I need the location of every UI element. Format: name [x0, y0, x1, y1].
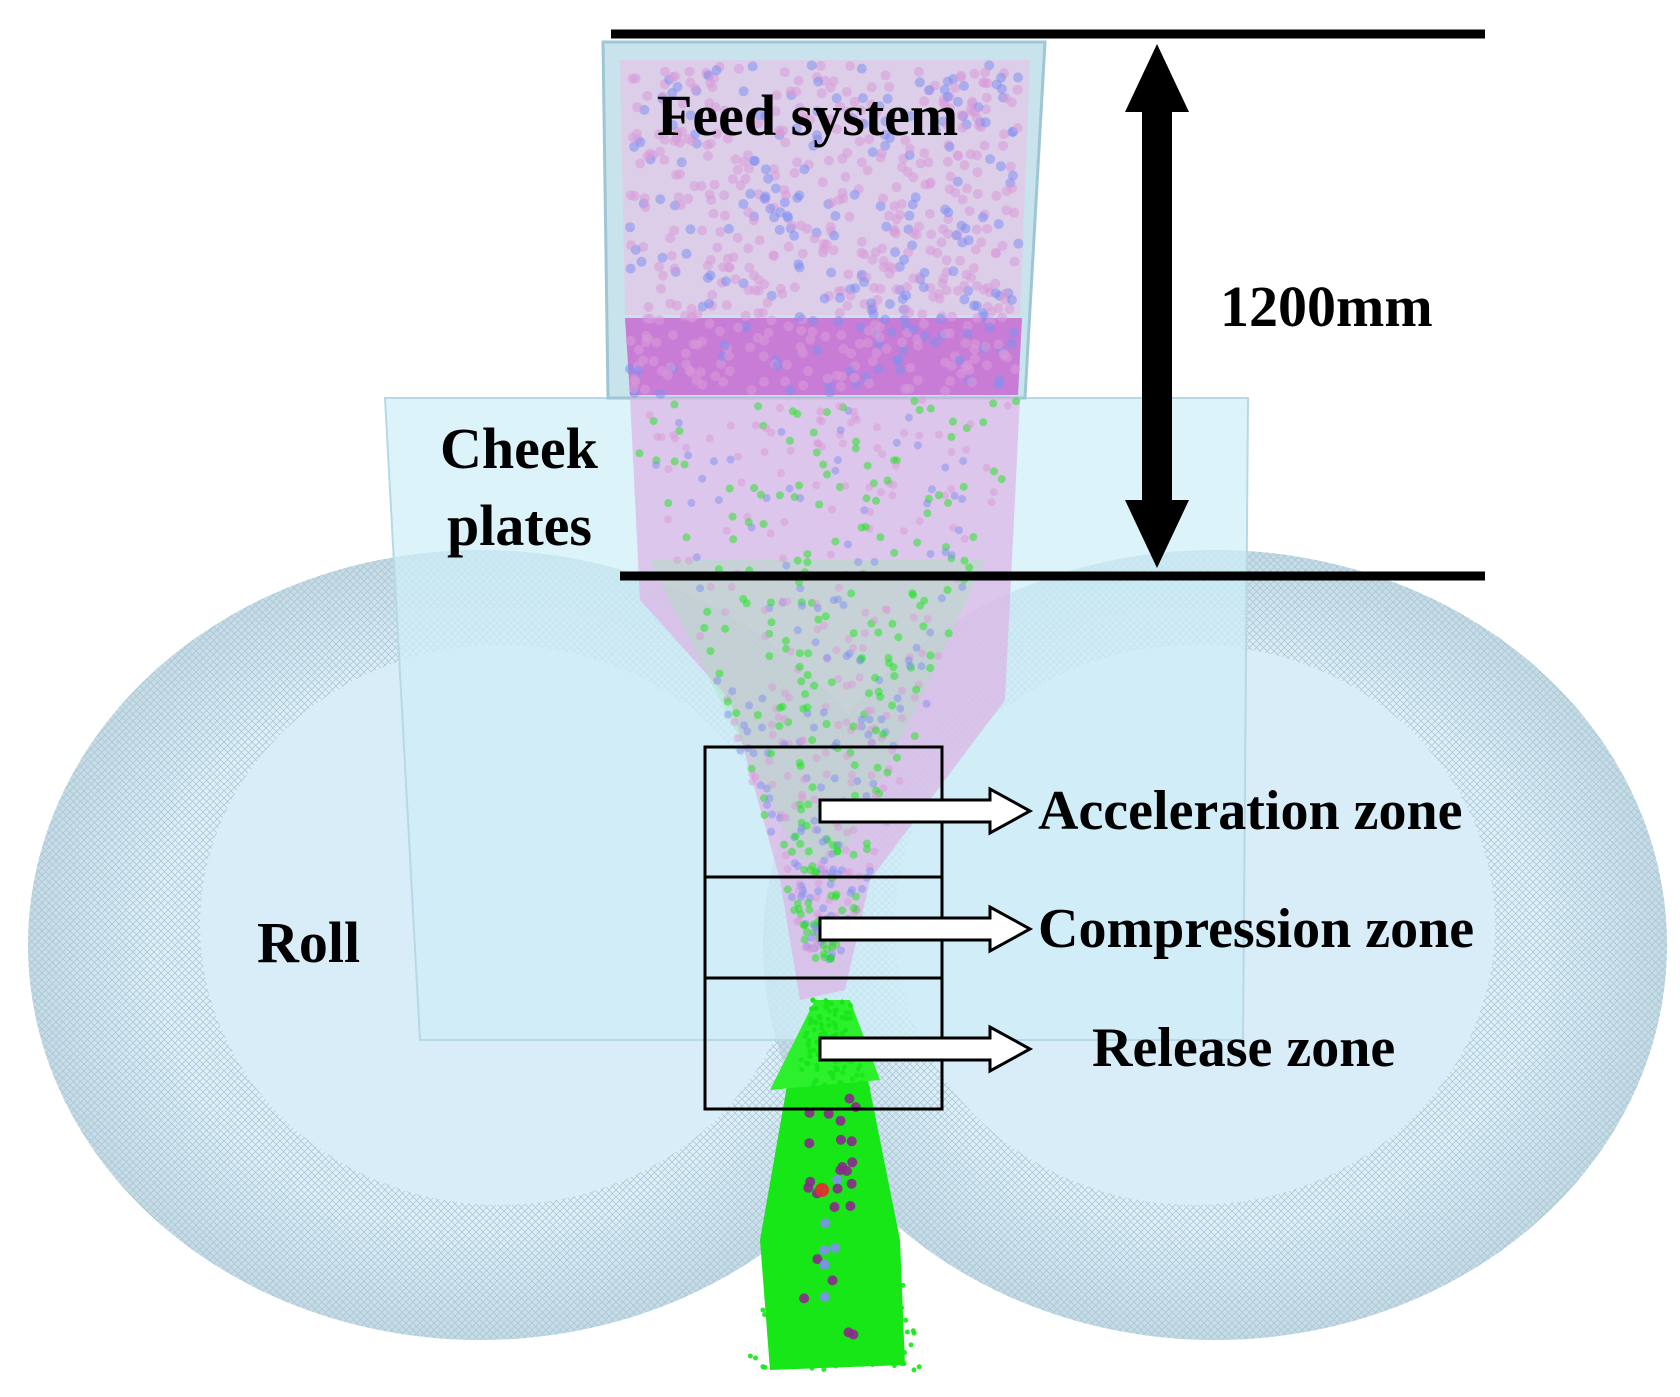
height-label: 1200mm	[1220, 274, 1433, 339]
zone-arrows	[818, 786, 1034, 1074]
dimension-arrow-up-icon	[1125, 44, 1189, 112]
particle-dots	[625, 60, 1024, 1373]
compression-zone-label: Compression zone	[1038, 898, 1474, 960]
dimension-arrow-down-icon	[1125, 500, 1189, 568]
dimension-arrow-shaft	[1142, 105, 1172, 505]
release-arrow-icon	[818, 1024, 1034, 1074]
feed-system-label: Feed system	[657, 83, 958, 148]
acceleration-zone-label: Acceleration zone	[1038, 780, 1462, 842]
acceleration-arrow-icon	[818, 786, 1034, 836]
cheek-plates-label-line2: plates	[447, 493, 592, 558]
compression-arrow-icon	[818, 904, 1034, 954]
cheek-plates-label-line1: Cheek	[440, 416, 599, 481]
roll-label: Roll	[257, 910, 360, 975]
height-dimension	[611, 29, 1485, 581]
release-zone-label: Release zone	[1092, 1017, 1395, 1079]
